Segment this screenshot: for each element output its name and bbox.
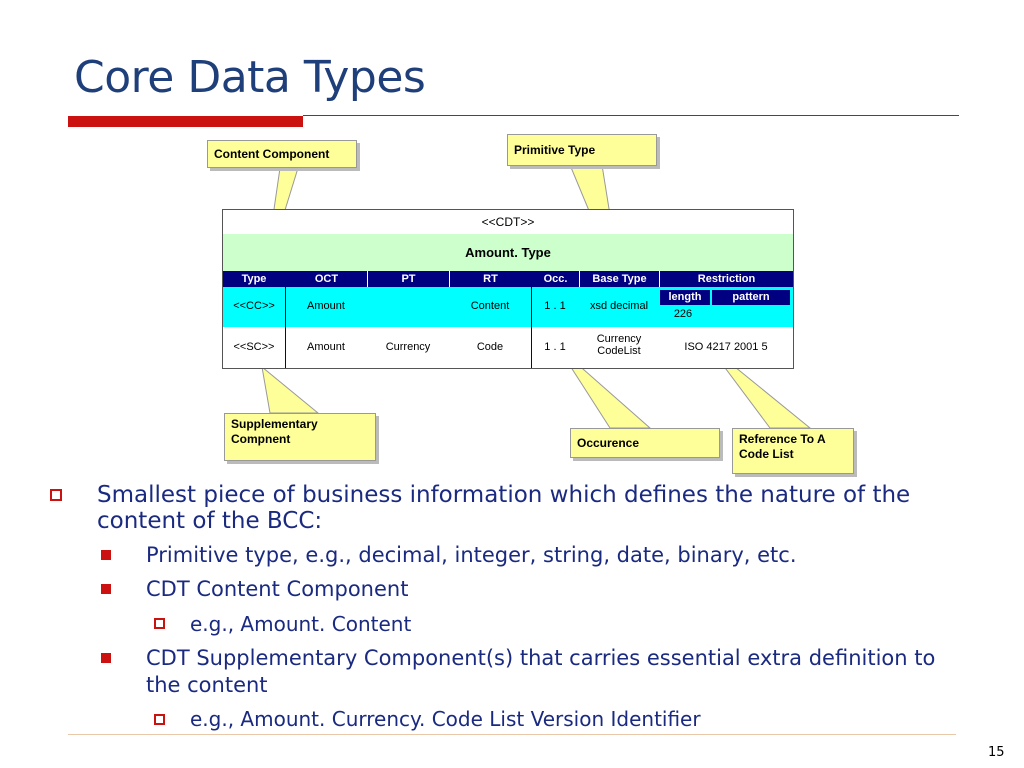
table-header-row: Type OCT PT RT Occ. Base Type Restrictio… <box>223 271 793 287</box>
callout-occurence: Occurence <box>570 428 720 458</box>
slide-title: Core Data Types <box>74 52 426 103</box>
callout-supplementary-component: Supplementary Compnent <box>224 413 376 461</box>
bullet-level2: CDT Content Component <box>146 577 409 601</box>
sc-pt: Currency <box>385 341 431 353</box>
col-header-occ: Occ. <box>531 271 579 287</box>
callout-reference-code-list: Reference To A Code List <box>732 428 854 474</box>
col-divider <box>285 271 286 368</box>
solid-square-bullet-icon <box>101 550 111 560</box>
title-underline <box>303 115 959 116</box>
cc-rt: Content <box>470 300 510 312</box>
bullet-level3: e.g., Amount. Currency. Code List Versio… <box>190 707 701 731</box>
sc-base-type: Currency CodeList <box>596 333 642 358</box>
sc-type: <<SC>> <box>233 341 275 353</box>
table-row-sc: <<SC>> Amount Currency Code 1 . 1 Curren… <box>223 327 793 368</box>
bullet-level2: CDT Supplementary Component(s) that carr… <box>146 646 936 697</box>
cc-type: <<CC>> <box>233 300 275 312</box>
page-number: 15 <box>988 745 1005 760</box>
col-header-rt: RT <box>449 271 531 287</box>
table-row-cc: <<CC>> Amount Content 1 . 1 xsd decimal … <box>223 287 793 327</box>
table-stereotype: <<CDT>> <box>481 215 535 229</box>
col-header-restriction: Restriction <box>659 271 793 287</box>
bullet-level2: Primitive type, e.g., decimal, integer, … <box>146 543 797 567</box>
cc-occ: 1 . 1 <box>544 300 566 312</box>
sc-restriction: ISO 4217 2001 5 <box>684 341 768 353</box>
restriction-length-header: length <box>660 290 710 305</box>
hollow-square-bullet-icon <box>154 714 165 725</box>
table-type-name: Amount. Type <box>223 234 793 271</box>
restriction-pattern-header: pattern <box>712 290 790 305</box>
cc-restriction-length: 226 <box>673 308 693 320</box>
solid-square-bullet-icon <box>101 584 111 594</box>
bullet-level3: e.g., Amount. Content <box>190 612 412 636</box>
cdt-table: <<CDT>> Amount. Type Type OCT PT RT Occ.… <box>222 209 794 369</box>
col-header-base-type: Base Type <box>579 271 659 287</box>
sc-rt: Code <box>476 341 504 353</box>
bullet-level1: Smallest piece of business information w… <box>97 482 911 534</box>
title-accent-bar <box>68 116 303 127</box>
hollow-square-bullet-icon <box>154 618 165 629</box>
col-header-pt: PT <box>367 271 449 287</box>
col-header-oct: OCT <box>285 271 367 287</box>
hollow-square-bullet-icon <box>50 489 62 501</box>
callout-primitive-type: Primitive Type <box>507 134 657 166</box>
sc-oct: Amount <box>307 341 345 353</box>
solid-square-bullet-icon <box>101 653 111 663</box>
cc-base-type: xsd decimal <box>589 300 649 312</box>
cc-oct: Amount <box>307 300 345 312</box>
footer-rule <box>68 734 956 735</box>
col-header-type: Type <box>241 273 267 285</box>
sc-occ: 1 . 1 <box>544 341 566 353</box>
callout-content-component: Content Component <box>207 140 357 168</box>
cdt-diagram: Content Component Primitive Type <<CDT>>… <box>207 134 854 474</box>
col-divider <box>531 271 532 368</box>
